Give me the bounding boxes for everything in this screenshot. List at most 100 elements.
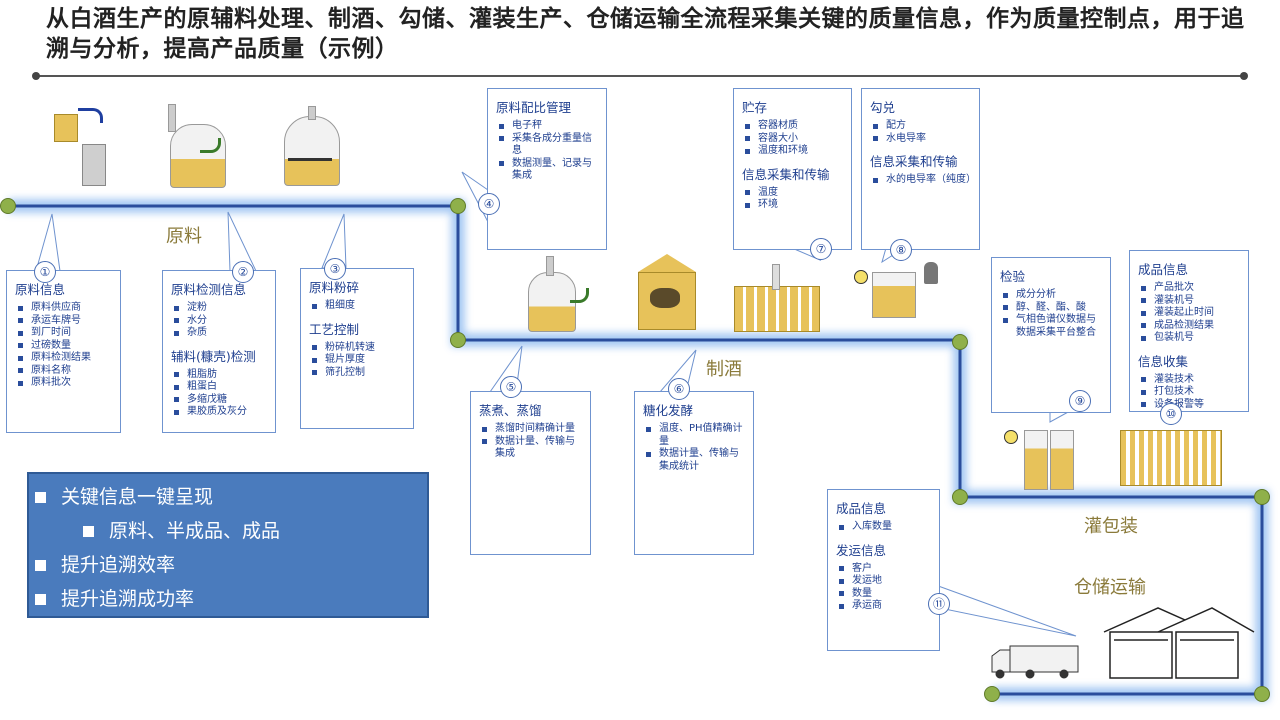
box-list: 温度、PH值精确计量 数据计量、传输与集成统计 [643, 423, 745, 473]
list-item: 成分分析 [1000, 289, 1102, 302]
flow-node [984, 686, 1000, 702]
step-number-8: ⑧ [890, 239, 912, 261]
box-list: 粉碎机转速 辊片厚度 筛孔控制 [309, 342, 405, 380]
list-item: 果胶质及灰分 [171, 406, 267, 419]
list-item: 粗脂肪 [171, 369, 267, 382]
key-point: 提升追溯效率 [29, 548, 427, 582]
info-box-blending: 勾兑 配方 水电导率 信息采集和传输 水的电导率（纯度） [861, 88, 980, 250]
bottling-line-icon [1120, 426, 1224, 488]
box-list: 入库数量 [836, 521, 931, 534]
list-item: 设备报警等 [1138, 399, 1240, 412]
list-item: 粗蛋白 [171, 381, 267, 394]
box-list: 产品批次 灌装机号 灌装起止时间 成品检测结果 包装机号 [1138, 282, 1240, 345]
crusher-icon [280, 106, 342, 188]
list-item: 粗细度 [309, 300, 405, 313]
flow-line [8, 204, 1264, 696]
box-heading: 检验 [1000, 269, 1026, 284]
box-subheading: 信息采集和传输 [742, 166, 830, 182]
stage-label-raw: 原料 [166, 226, 202, 247]
info-box-ratio-management: 原料配比管理 电子秤 采集各成分重量信息 数据测量、记录与集成 [487, 88, 607, 250]
title-divider [36, 75, 1244, 77]
raw-unloading-icon [52, 108, 112, 186]
info-box-raw-inspection: 原料检测信息 淀粉 水分 杂质 辅料(糠壳)检测 粗脂肪 粗蛋白 多缩戊糖 果胶… [162, 270, 276, 433]
list-item: 水电导率 [870, 133, 971, 146]
list-item: 灌装技术 [1138, 374, 1240, 387]
list-item: 筛孔控制 [309, 367, 405, 380]
box-heading: 糖化发酵 [643, 403, 694, 418]
list-item: 产品批次 [1138, 282, 1240, 295]
info-box-finished-product: 成品信息 产品批次 灌装机号 灌装起止时间 成品检测结果 包装机号 信息收集 灌… [1129, 250, 1249, 412]
list-item: 水的电导率（纯度） [870, 174, 976, 187]
list-item: 打包技术 [1138, 386, 1240, 399]
list-item: 数据测量、记录与集成 [496, 158, 598, 183]
box-heading: 勾兑 [870, 100, 896, 115]
list-item: 原料检测结果 [15, 352, 112, 365]
flow-node [1254, 686, 1270, 702]
step-number-9: ⑨ [1069, 390, 1091, 412]
box-heading: 成品信息 [1138, 262, 1189, 277]
box-list: 配方 水电导率 [870, 120, 971, 145]
box-list: 电子秤 采集各成分重量信息 数据测量、记录与集成 [496, 120, 598, 183]
step-number-1: ① [34, 261, 56, 283]
list-item: 温度、PH值精确计量 [643, 423, 745, 448]
flow-node [450, 332, 466, 348]
flow-node [952, 489, 968, 505]
box-list: 粗细度 [309, 300, 405, 313]
box-heading: 原料信息 [15, 282, 66, 297]
step-number-4: ④ [478, 193, 500, 215]
key-point-sub: 原料、半成品、成品 [29, 514, 427, 548]
list-item: 灌装起止时间 [1138, 307, 1240, 320]
box-list: 成分分析 醇、醛、酯、酸 气相色谱仪数据与数据采集平台整合 [1000, 289, 1102, 339]
list-item: 数据计量、传输与集成 [479, 436, 582, 461]
list-item: 采集各成分重量信息 [496, 133, 598, 158]
list-item: 多缩戊糖 [171, 394, 267, 407]
key-point: 提升追溯成功率 [29, 582, 427, 616]
list-item: 数据计量、传输与集成统计 [643, 448, 745, 473]
step-number-6: ⑥ [668, 378, 690, 400]
list-item: 原料供应商 [15, 302, 112, 315]
box-list: 水的电导率（纯度） [870, 174, 976, 187]
page-title: 从白酒生产的原辅料处理、制酒、勾储、灌装生产、仓储运输全流程采集关键的质量信息，… [46, 6, 1245, 62]
flow-node [952, 334, 968, 350]
list-item: 温度和环境 [742, 145, 843, 158]
list-item: 水分 [171, 315, 267, 328]
info-box-crushing: 原料粉碎 粗细度 工艺控制 粉碎机转速 辊片厚度 筛孔控制 [300, 268, 414, 429]
key-points-panel: 关键信息一键呈现 原料、半成品、成品 提升追溯效率 提升追溯成功率 [27, 472, 429, 618]
box-list: 原料供应商 承运车牌号 到厂时间 过磅数量 原料检测结果 原料名称 原料批次 [15, 302, 112, 390]
box-heading: 原料检测信息 [171, 282, 247, 297]
info-box-storage: 贮存 容器材质 容器大小 温度和环境 信息采集和传输 温度 环境 [733, 88, 852, 250]
flow-node [1254, 489, 1270, 505]
list-item: 原料批次 [15, 377, 112, 390]
list-item: 电子秤 [496, 120, 598, 133]
raw-inspection-tank-icon [166, 104, 228, 188]
list-item: 灌装机号 [1138, 295, 1240, 308]
list-item: 配方 [870, 120, 971, 133]
list-item: 淀粉 [171, 302, 267, 315]
box-heading: 原料配比管理 [496, 100, 572, 115]
box-list: 客户 发运地 数量 承运商 [836, 563, 931, 613]
info-box-fermentation: 糖化发酵 温度、PH值精确计量 数据计量、传输与集成统计 [634, 391, 754, 555]
list-item: 承运商 [836, 600, 931, 613]
list-item: 气相色谱仪数据与数据采集平台整合 [1000, 314, 1102, 339]
inspection-tanks-icon [1004, 424, 1078, 490]
fermentation-pit-icon [636, 254, 698, 330]
box-heading: 蒸煮、蒸馏 [479, 403, 542, 418]
list-item: 入库数量 [836, 521, 931, 534]
box-heading: 贮存 [742, 100, 768, 115]
list-item: 数量 [836, 588, 931, 601]
info-box-raw-material: 原料信息 原料供应商 承运车牌号 到厂时间 过磅数量 原料检测结果 原料名称 原… [6, 270, 121, 433]
box-list: 淀粉 水分 杂质 [171, 302, 267, 340]
flow-node [450, 198, 466, 214]
box-list: 容器材质 容器大小 温度和环境 [742, 120, 843, 158]
list-item: 原料名称 [15, 365, 112, 378]
list-item: 过磅数量 [15, 340, 112, 353]
box-subheading: 工艺控制 [309, 321, 360, 337]
list-item: 醇、醛、酯、酸 [1000, 302, 1102, 315]
warehouse-illustration [1103, 607, 1255, 679]
list-item: 承运车牌号 [15, 315, 112, 328]
step-number-11: ⑪ [928, 593, 950, 615]
list-item: 容器大小 [742, 133, 843, 146]
box-list: 温度 环境 [742, 187, 843, 212]
callout-pointer-11 [929, 582, 1077, 637]
list-item: 辊片厚度 [309, 354, 405, 367]
